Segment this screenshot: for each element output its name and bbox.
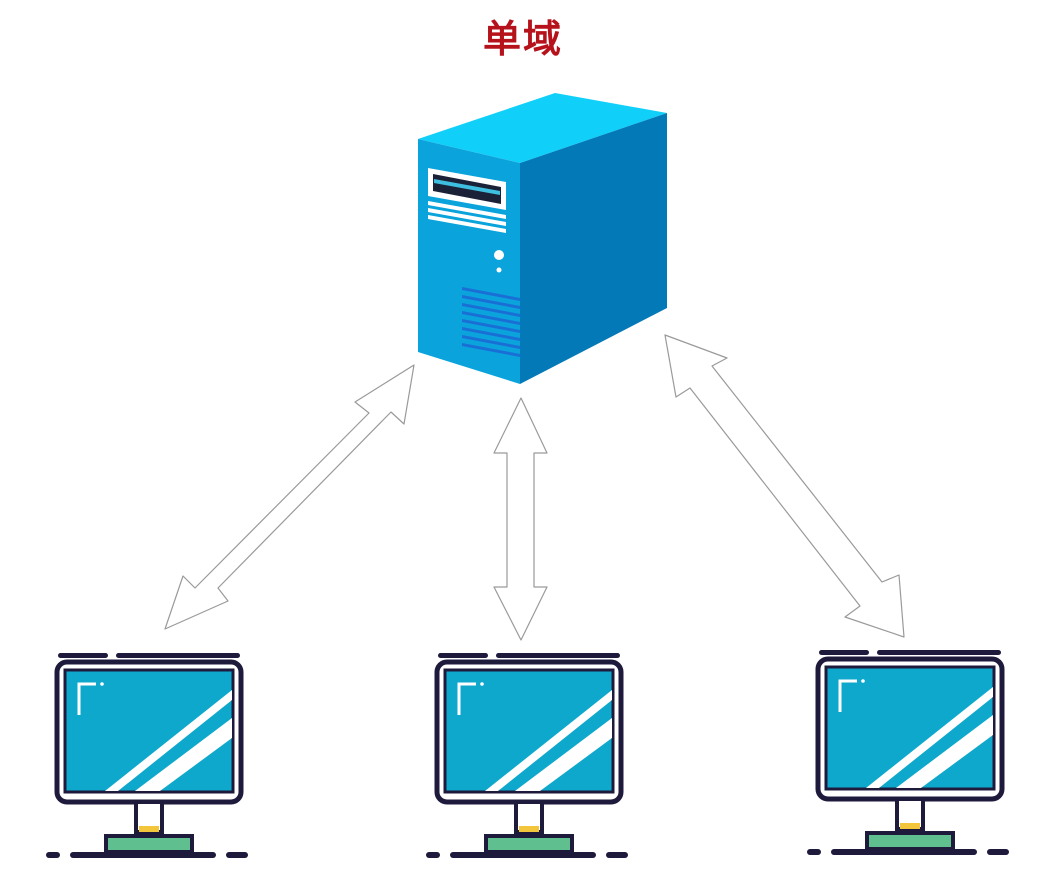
server-tower-icon xyxy=(418,93,667,384)
connection-arrow-right xyxy=(664,334,905,638)
client-monitor-2 xyxy=(426,653,628,858)
monitor-icon xyxy=(426,653,628,858)
monitor-icon xyxy=(807,650,1009,855)
client-monitor-1 xyxy=(46,653,248,858)
monitor-icon xyxy=(46,653,248,858)
connection-arrow-left xyxy=(164,364,415,630)
diagram-title: 单域 xyxy=(482,17,563,61)
connection-arrow-middle xyxy=(493,397,548,641)
client-monitor-3 xyxy=(807,650,1009,855)
